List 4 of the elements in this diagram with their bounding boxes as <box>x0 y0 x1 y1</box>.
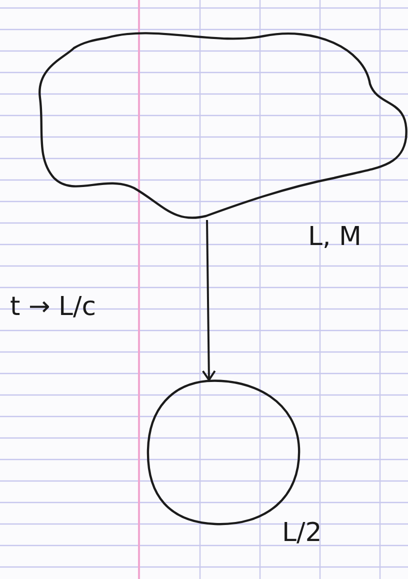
beside-label: L/2 <box>282 518 322 548</box>
beside-label: L, M <box>308 222 362 252</box>
arrow <box>202 220 216 381</box>
formula-label: t → L/c <box>10 292 96 322</box>
